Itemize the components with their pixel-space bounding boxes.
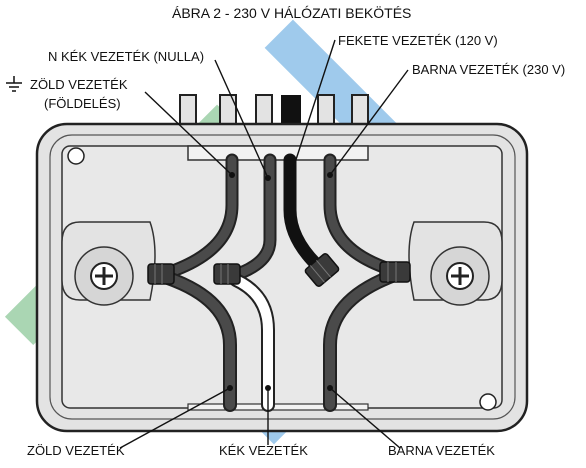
- label-bottom-blue: KÉK VEZETÉK: [219, 443, 308, 458]
- leader-lines: [119, 39, 409, 449]
- label-green-wire-ground-sub: (FÖLDELÉS): [44, 96, 121, 111]
- wire-nut-icon: [379, 261, 411, 283]
- wire-nut-icon: [304, 253, 340, 287]
- corner-hole: [479, 393, 497, 411]
- figure-title: ÁBRA 2 - 230 V HÁLÓZATI BEKÖTÉS: [172, 5, 412, 21]
- label-black-wire: FEKETE VEZETÉK (120 V): [338, 33, 498, 48]
- label-neutral-wire: N KÉK VEZETÉK (NULLA): [48, 49, 205, 64]
- top-tabs: [179, 94, 369, 128]
- label-green-wire-ground: ZÖLD VEZETÉK: [30, 77, 128, 92]
- wire-nut-icon: [147, 263, 175, 285]
- lower-wires: [161, 269, 399, 412]
- bottom-clamp: [187, 403, 369, 411]
- leader-dots: [227, 172, 333, 391]
- wire-nut-icon: [213, 263, 241, 285]
- label-bottom-green: ZÖLD VEZETÉK: [27, 443, 125, 458]
- label-bottom-brown: BARNA VEZETÉK: [388, 443, 495, 458]
- junction-box-rim: [49, 134, 516, 420]
- ground-symbol-icon: [6, 76, 22, 92]
- screw-icon: [446, 262, 474, 290]
- label-brown-wire-230: BARNA VEZETÉK (230 V): [412, 62, 566, 77]
- screw-icon: [90, 262, 118, 290]
- corner-hole: [67, 147, 85, 165]
